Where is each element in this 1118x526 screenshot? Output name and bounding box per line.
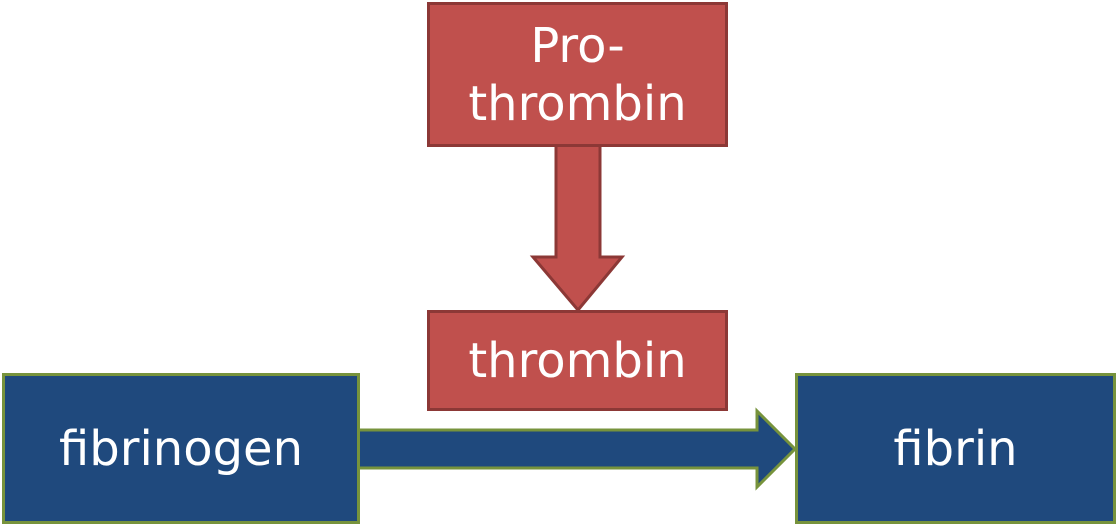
fibrin-box: fibrin bbox=[795, 373, 1116, 524]
prothrombin-box: Pro- thrombin bbox=[427, 2, 728, 147]
thrombin-label: thrombin bbox=[468, 332, 687, 389]
arrow-prothrombin-to-thrombin bbox=[529, 143, 626, 313]
fibrinogen-box: fibrinogen bbox=[2, 373, 360, 524]
fibrinogen-label: fibrinogen bbox=[59, 420, 303, 477]
fibrin-label: fibrin bbox=[893, 420, 1018, 477]
prothrombin-label: Pro- thrombin bbox=[468, 17, 687, 132]
arrow-fibrinogen-to-fibrin bbox=[356, 407, 798, 491]
thrombin-box: thrombin bbox=[427, 310, 728, 411]
